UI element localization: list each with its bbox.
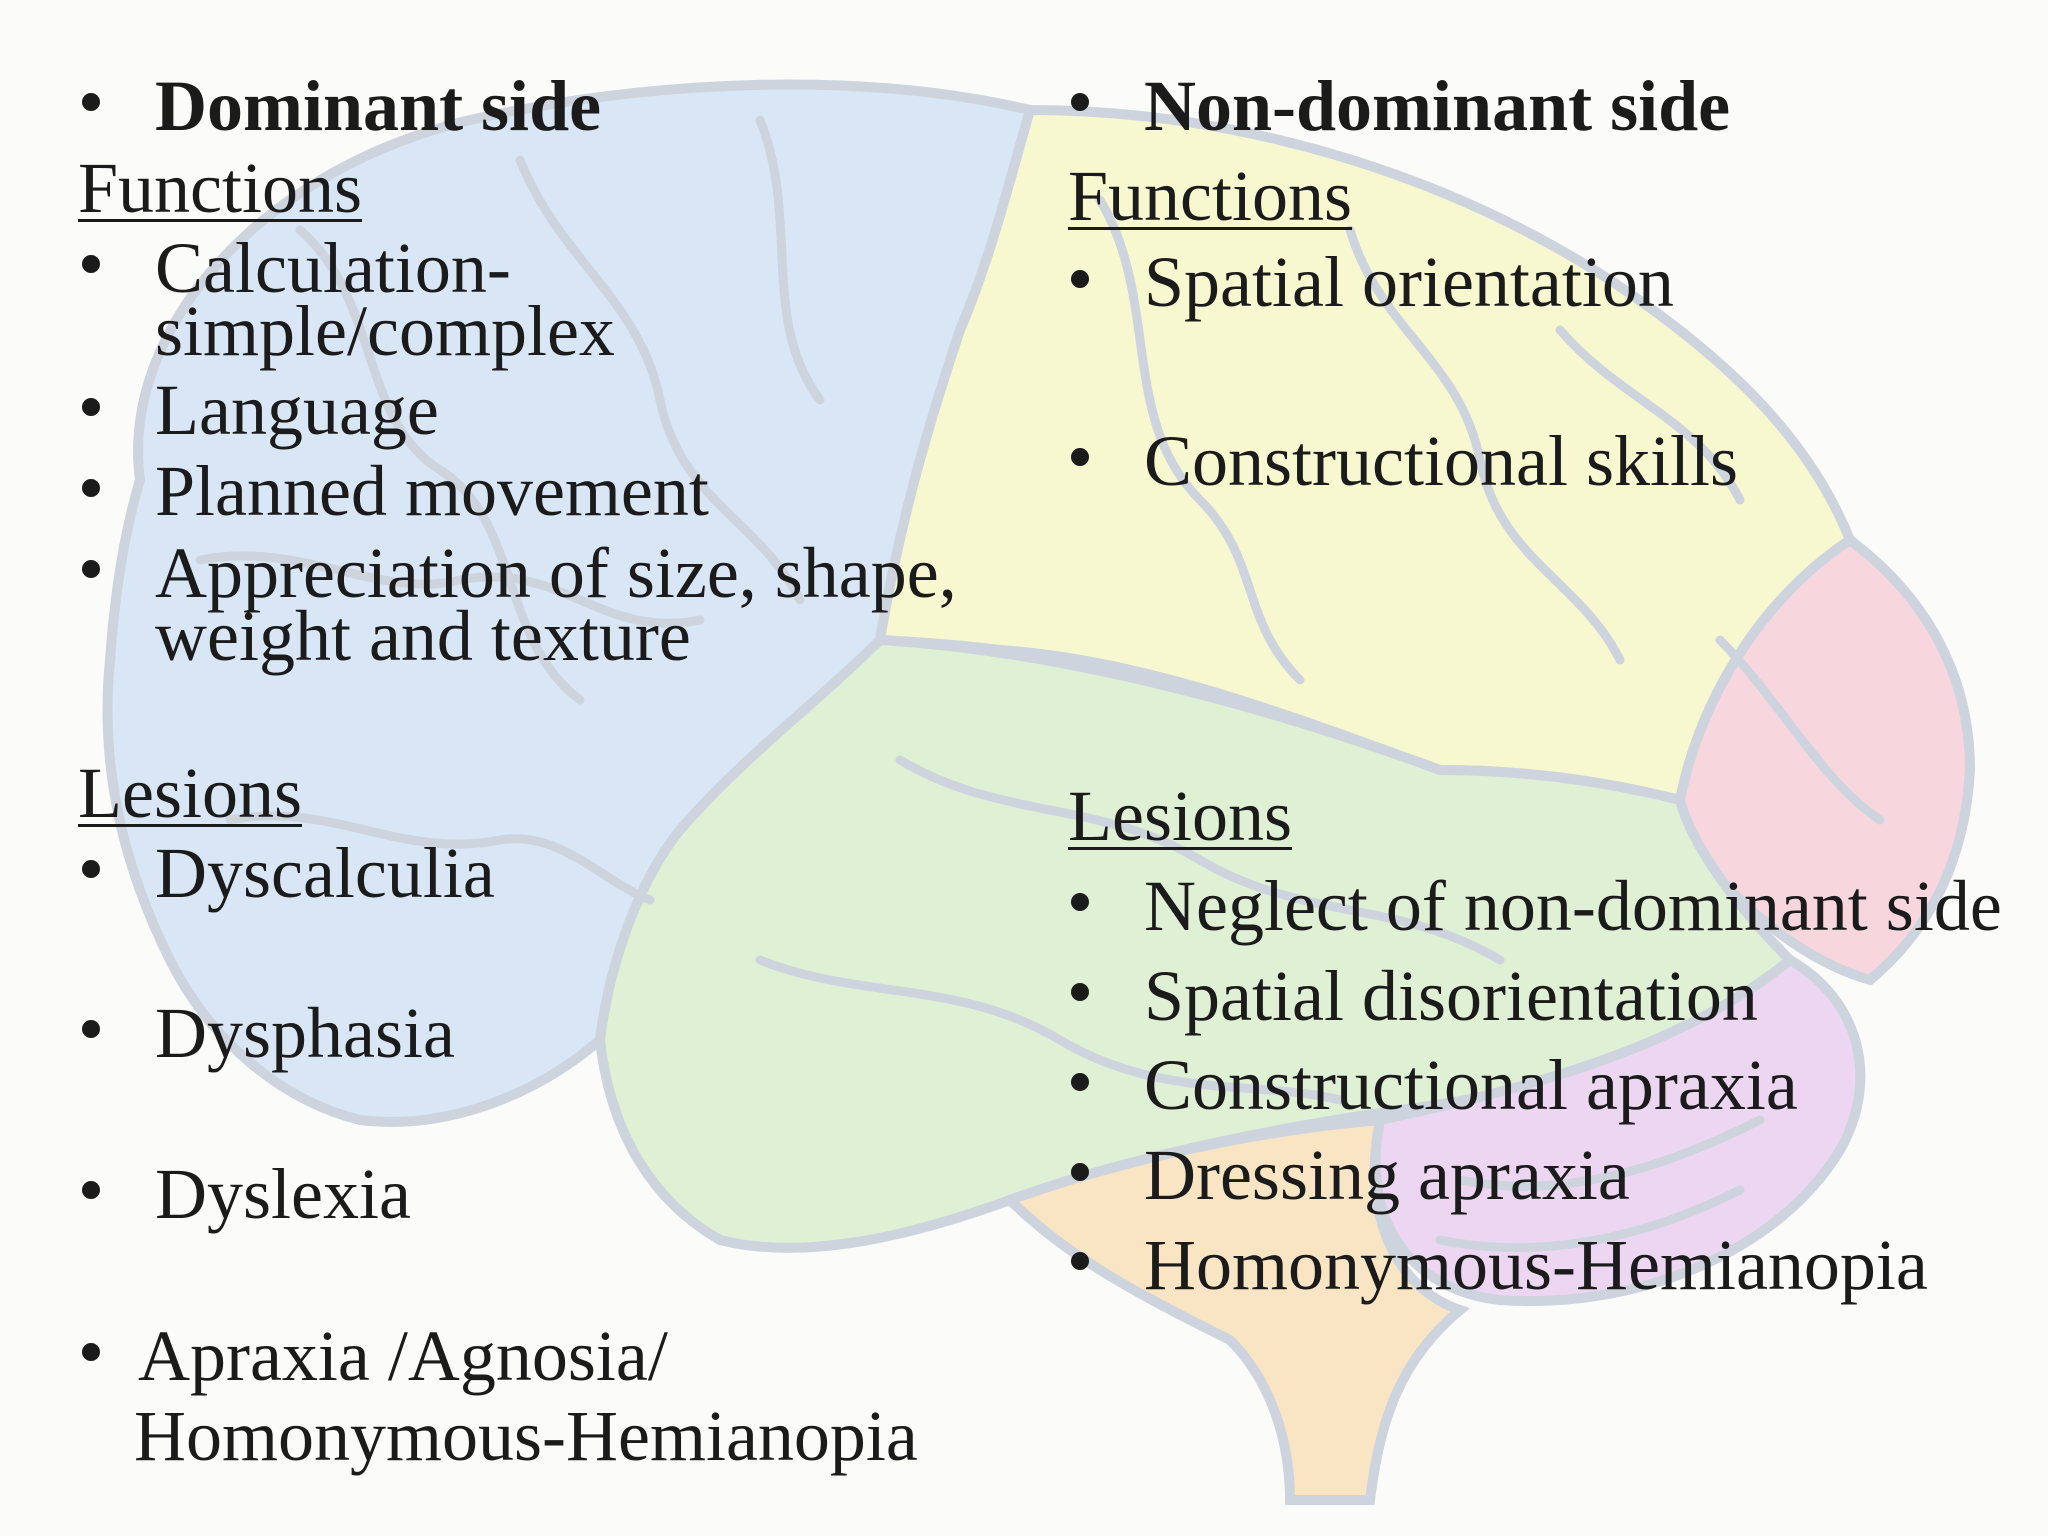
left-heading: Dominant side (155, 66, 602, 146)
left-lesion-item: Dysphasia (155, 993, 455, 1073)
bullet (82, 1181, 100, 1199)
left-lesion-item: Apraxia /Agnosia/ (138, 1316, 668, 1396)
right-function-item: Constructional skills (1144, 421, 1738, 501)
bullet (82, 93, 100, 111)
bullet (82, 1020, 100, 1038)
right-lesion-item: Neglect of non-dominant side (1144, 866, 2002, 946)
right-lesions-label: Lesions (1068, 776, 1292, 856)
right-lesion-item: Dressing apraxia (1144, 1135, 1630, 1215)
occipital-lobe (1674, 533, 1976, 986)
temporal-lobe (594, 634, 1798, 1253)
left-lesions-label: Lesions (78, 753, 302, 833)
left-function-item-cont: weight and texture (155, 596, 691, 676)
left-lesion-item-cont: Homonymous-Hemianopia (134, 1396, 918, 1476)
right-function-item: Spatial orientation (1144, 242, 1674, 322)
bullet (1071, 893, 1089, 911)
right-lesion-item: Homonymous-Hemianopia (1144, 1225, 1928, 1305)
left-function-item: Calculation- (155, 228, 511, 308)
bullet (82, 479, 100, 497)
left-lesion-item: Dyscalculia (155, 833, 495, 913)
bullet (82, 398, 100, 416)
bullet (82, 1343, 100, 1361)
cerebellum (1370, 953, 1866, 1306)
bullet (82, 255, 100, 273)
left-function-item-cont: simple/complex (155, 291, 615, 371)
bullet (1071, 270, 1089, 288)
bullet (1071, 1073, 1089, 1091)
right-functions-label: Functions (1068, 156, 1353, 236)
left-lesion-item: Dyslexia (155, 1154, 411, 1234)
gyri-lines (195, 115, 1885, 1253)
right-lesion-item: Spatial disorientation (1144, 956, 1758, 1036)
right-lesion-item: Constructional apraxia (1144, 1045, 1798, 1125)
left-function-item: Language (155, 370, 439, 450)
bullet (1071, 983, 1089, 1001)
bullet (1071, 1252, 1089, 1270)
bullet (1071, 448, 1089, 466)
bullet (1071, 1163, 1089, 1181)
left-functions-label: Functions (78, 148, 363, 228)
bullet (82, 560, 100, 578)
bullet (1071, 93, 1089, 111)
left-function-item: Appreciation of size, shape, (155, 533, 957, 613)
right-heading: Non-dominant side (1144, 66, 1731, 146)
bullet (82, 860, 100, 878)
brain-lobes (102, 79, 1976, 1505)
left-function-item: Planned movement (155, 451, 709, 531)
brainstem (1000, 1114, 1471, 1505)
